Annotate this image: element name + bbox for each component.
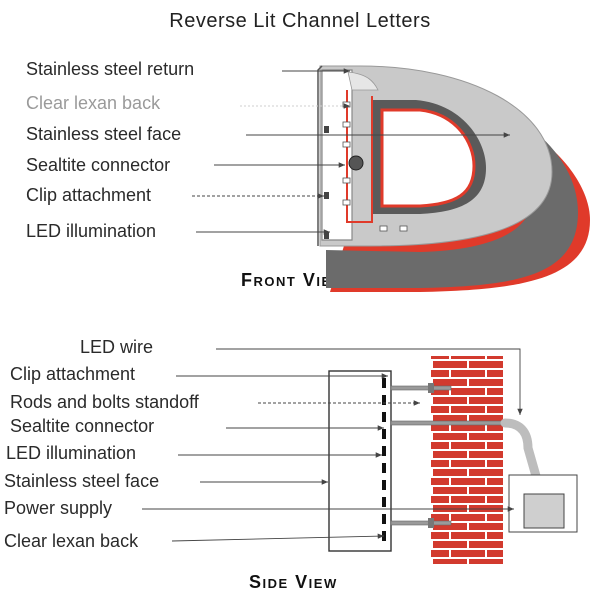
sealtite-connector-front bbox=[348, 155, 364, 171]
label-side-clear-lexan-back: Clear lexan back bbox=[4, 531, 139, 551]
label-power-supply: Power supply bbox=[4, 498, 113, 518]
label-clip-attachment: Clip attachment bbox=[26, 185, 152, 205]
label-rods-bolts-standoff: Rods and bolts standoff bbox=[10, 392, 199, 412]
label-side-led-illumination: LED illumination bbox=[6, 443, 137, 463]
leader-led-wire bbox=[216, 348, 523, 415]
standoff-rod-bottom bbox=[390, 520, 452, 526]
leader-side-lexan bbox=[171, 533, 385, 542]
label-side-clip-attachment: Clip attachment bbox=[10, 364, 136, 384]
standoff-rod-mid bbox=[390, 420, 510, 426]
side-view-caption: Side View bbox=[249, 572, 338, 592]
label-stainless-steel-return: Stainless steel return bbox=[26, 59, 195, 79]
letter-side-box bbox=[328, 370, 392, 552]
brick-wall bbox=[431, 356, 503, 564]
label-stainless-steel-face: Stainless steel face bbox=[26, 124, 182, 144]
power-supply-unit bbox=[523, 493, 565, 529]
standoff-rod-top bbox=[390, 385, 452, 391]
label-clear-lexan-back: Clear lexan back bbox=[26, 93, 161, 113]
diagram-title: Reverse Lit Channel Letters bbox=[169, 10, 431, 32]
label-led-illumination: LED illumination bbox=[26, 221, 157, 241]
label-led-wire: LED wire bbox=[80, 337, 154, 357]
sealtite-conduit bbox=[500, 418, 545, 495]
label-sealtite-connector: Sealtite connector bbox=[26, 155, 171, 175]
front-view-caption: Front View bbox=[241, 270, 346, 290]
cutaway-interior bbox=[321, 69, 353, 241]
counter-red-trim bbox=[380, 108, 476, 208]
label-side-stainless-steel-face: Stainless steel face bbox=[4, 471, 160, 491]
led-wire-front bbox=[346, 90, 373, 223]
label-side-sealtite-connector: Sealtite connector bbox=[10, 416, 155, 436]
